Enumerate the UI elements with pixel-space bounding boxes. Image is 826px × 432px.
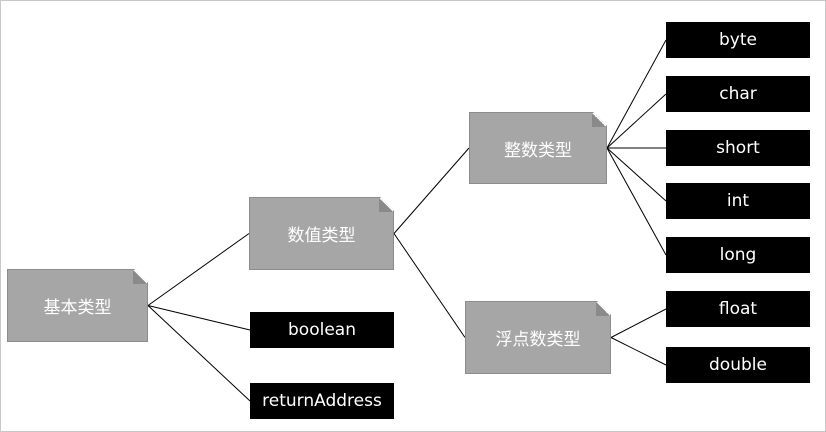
connector-floating-to-float <box>610 308 667 338</box>
connector-floating-to-double <box>610 337 667 366</box>
char-node: char <box>666 76 810 112</box>
connector-integer-to-int <box>606 147 667 202</box>
double-node: double <box>666 347 810 383</box>
int-node: int <box>666 183 810 219</box>
root-node-basic-types: 基本类型 <box>7 269 148 342</box>
short-node: short <box>666 130 810 166</box>
connector-integer-to-long <box>606 147 667 256</box>
float-node: float <box>666 291 810 327</box>
byte-node: byte <box>666 22 810 58</box>
connector-integer-to-byte <box>606 39 667 149</box>
numeric-types-node: 数值类型 <box>249 197 394 270</box>
connector-root-to-numeric <box>147 233 250 306</box>
floating-point-types-node: 浮点数类型 <box>465 301 611 374</box>
connector-numeric-to-integer <box>393 147 470 234</box>
return-address-node: returnAddress <box>250 383 394 419</box>
integer-types-node: 整数类型 <box>469 112 607 184</box>
connector-root-to-return_address <box>147 305 251 402</box>
connector-root-to-boolean <box>147 305 251 331</box>
boolean-node: boolean <box>250 312 394 348</box>
connector-integer-to-char <box>606 93 667 149</box>
long-node: long <box>666 237 810 273</box>
connector-numeric-to-floating <box>393 233 466 338</box>
